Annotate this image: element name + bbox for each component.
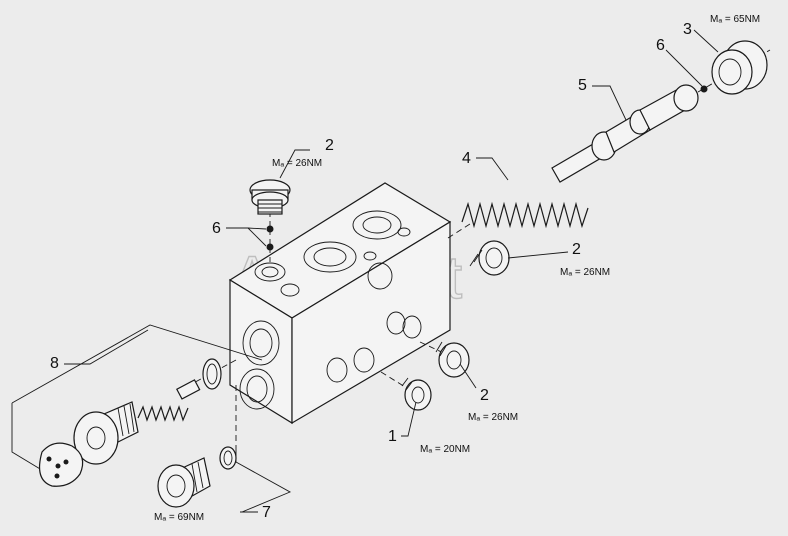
part-2-top-plug (249, 179, 291, 251)
svg-text:Mₐ = 26NM: Mₐ = 26NM (272, 158, 322, 169)
svg-text:7: 7 (262, 504, 271, 521)
part-2-side-plug-upper (469, 240, 510, 276)
svg-text:8: 8 (50, 355, 59, 372)
svg-text:3: 3 (683, 21, 692, 38)
svg-text:Mₐ = 26NM: Mₐ = 26NM (560, 267, 610, 278)
part-4-spring (461, 201, 589, 229)
svg-text:Mₐ = 20NM: Mₐ = 20NM (420, 444, 470, 455)
callout-7: 7 Mₐ = 69NM (154, 504, 271, 523)
valve-body (228, 182, 452, 425)
part-1-plug (401, 377, 432, 411)
svg-text:Mₐ = 65NM: Mₐ = 65NM (710, 14, 760, 25)
callout-6-top-right: 6 (656, 37, 703, 87)
svg-text:Mₐ = 69NM: Mₐ = 69NM (154, 512, 204, 523)
callout-1: 1 Mₐ = 20NM (388, 401, 470, 455)
svg-text:2: 2 (325, 137, 334, 154)
callout-3: 3 Mₐ = 65NM (683, 14, 760, 53)
svg-text:2: 2 (572, 241, 581, 258)
svg-text:5: 5 (578, 77, 587, 94)
svg-text:2: 2 (480, 387, 489, 404)
callout-4: 4 (462, 150, 509, 181)
part-2-side-plug-lower (435, 341, 470, 378)
svg-text:Mₐ = 26NM: Mₐ = 26NM (468, 412, 518, 423)
svg-text:1: 1 (388, 428, 397, 445)
part-3-cap (700, 40, 768, 95)
part-8-relief-valve (11, 324, 263, 487)
callout-8: 8 (50, 329, 149, 372)
svg-text:6: 6 (212, 220, 221, 237)
callout-2-top: 2 Mₐ = 26NM (272, 137, 334, 179)
callout-2-right-lower: 2 Mₐ = 26NM (459, 363, 518, 423)
svg-text:4: 4 (462, 150, 471, 167)
callout-6-left: 6 (212, 220, 267, 247)
svg-text:6: 6 (656, 37, 665, 54)
part-5-spool (551, 84, 699, 183)
part-7-plug (157, 446, 292, 513)
callout-5: 5 (578, 77, 627, 121)
callout-2-right-upper: 2 Mₐ = 26NM (507, 241, 610, 278)
